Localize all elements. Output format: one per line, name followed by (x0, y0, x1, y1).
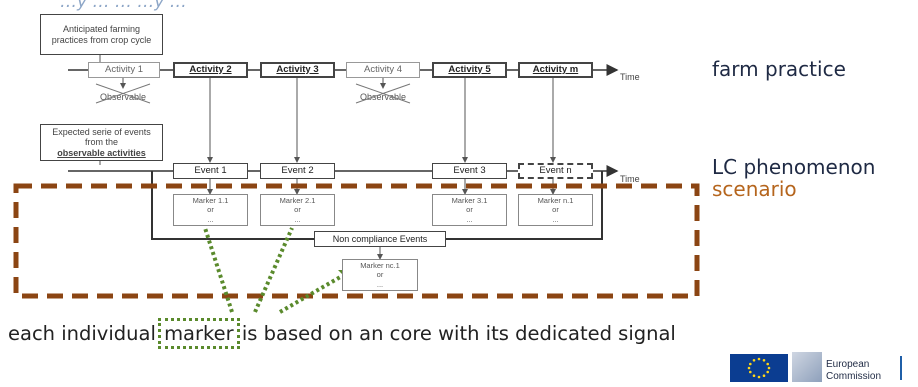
caption-highlight-marker: marker (158, 318, 240, 349)
marker-more: ... (207, 214, 214, 224)
marker-more: ... (294, 214, 301, 224)
marker-1: Marker 1.1 or ... (173, 194, 248, 226)
time-label-lc: Time (620, 174, 640, 184)
observable-crossed-1: Observable (88, 83, 158, 104)
note-expected-events: Expected serie of events from the observ… (40, 124, 163, 161)
observable-label: Observable (99, 92, 147, 102)
logo-line2: Commission (826, 370, 882, 382)
cross-out-icon (95, 83, 151, 104)
logo-divider (900, 356, 902, 380)
marker-3: Marker 3.1 or ... (432, 194, 507, 226)
observable-label: Observable (359, 92, 407, 102)
scenario-label: scenario (712, 177, 797, 201)
note-anticipated-practices: Anticipated farming practices from crop … (40, 14, 163, 55)
activity-3: Activity 3 (260, 62, 335, 78)
event-2: Event 2 (260, 163, 335, 179)
marker-or: or (207, 205, 214, 215)
activity-2: Activity 2 (173, 62, 248, 78)
pointer-marker1 (203, 227, 234, 313)
farm-practice-label: farm practice (712, 57, 846, 81)
activity-4: Activity 4 (346, 62, 420, 78)
observable-crossed-2: Observable (348, 83, 418, 104)
caption-after: is based on an core with its dedicated s… (235, 322, 676, 345)
note-expected-bold: observable activities (57, 147, 146, 158)
marker-more: ... (376, 279, 384, 289)
marker-or: or (294, 205, 301, 215)
marker-label: Marker 1.1 (192, 195, 229, 205)
logo-line1: European (826, 359, 870, 370)
marker-label: Marker 3.1 (451, 195, 488, 205)
bottom-caption: each individual marker is based on an co… (8, 318, 676, 349)
event-n: Event n (518, 163, 593, 179)
lc-phenomenon-label: LC phenomenon (712, 155, 876, 179)
activity-5: Activity 5 (432, 62, 507, 78)
marker-more: ... (466, 214, 473, 224)
activity-1: Activity 1 (88, 62, 160, 78)
eu-flag-logo (730, 354, 788, 382)
scenario-box (13, 183, 700, 299)
marker-more: ... (552, 214, 559, 224)
activity-m: Activity m (518, 62, 593, 78)
pointer-marker2 (253, 227, 294, 313)
marker-nc: Marker nc.1 or ... (342, 259, 418, 291)
slide-title-cut: …y … … …y … (60, 0, 187, 12)
marker-n: Marker n.1 or ... (518, 194, 593, 226)
marker-or: or (466, 205, 473, 215)
marker-or: or (552, 205, 559, 215)
marker-or: or (376, 270, 384, 280)
marker-label: Marker n.1 (537, 195, 574, 205)
marker-label: Marker nc.1 (360, 260, 400, 270)
event-3: Event 3 (432, 163, 507, 179)
eu-logo-text: European Commission (826, 359, 881, 382)
noncompliance-events: Non compliance Events (314, 231, 446, 247)
note-expected-prefix: Expected serie of events from the (52, 126, 151, 148)
time-label-farm: Time (620, 72, 640, 82)
marker-2: Marker 2.1 or ... (260, 194, 335, 226)
cross-out-icon (355, 83, 411, 104)
commission-building-logo (792, 352, 822, 382)
marker-label: Marker 2.1 (279, 195, 316, 205)
event-1: Event 1 (173, 163, 248, 179)
eu-stars-icon (747, 357, 771, 379)
caption-before: each individual (8, 322, 163, 345)
